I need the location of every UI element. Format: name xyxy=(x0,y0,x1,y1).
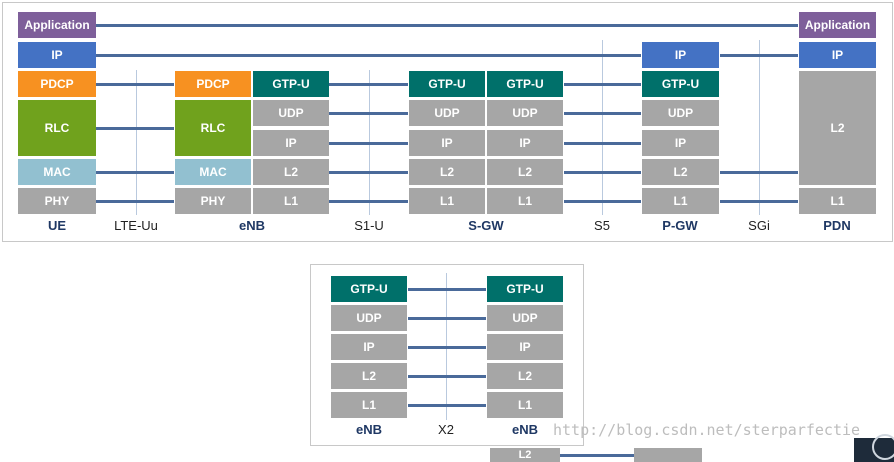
sgw-right-l1-layer: L1 xyxy=(487,188,563,214)
x2-link-l2 xyxy=(408,375,486,378)
partial-l2-layer: L2 xyxy=(490,448,560,462)
gtp-link-enb-sgw xyxy=(329,83,408,86)
l1-link-enb-sgw xyxy=(329,200,408,203)
pgw-l2-layer: L2 xyxy=(642,159,719,185)
x2-left-l1-layer: L1 xyxy=(331,392,407,418)
sgw-label: S-GW xyxy=(468,218,504,233)
sgw-right-l2-layer: L2 xyxy=(487,159,563,185)
x2-right-gtp-layer: GTP-U xyxy=(487,276,563,302)
pdn-application-layer: Application xyxy=(799,12,876,38)
x2-right-enb-label: eNB xyxy=(511,422,538,437)
enb-mac-layer: MAC xyxy=(175,159,251,185)
pgw-udp-layer: UDP xyxy=(642,100,719,126)
app-link xyxy=(96,24,798,27)
enb-rlc-layer: RLC xyxy=(175,100,251,156)
pgw-l1-layer: L1 xyxy=(642,188,719,214)
s1u-label: S1-U xyxy=(354,218,384,233)
sgi-divider xyxy=(759,40,760,215)
pgw-ip-layer: IP xyxy=(642,42,719,68)
rlc-link xyxy=(96,127,174,130)
x2-left-ip-layer: IP xyxy=(331,334,407,360)
x2-right-ip-layer: IP xyxy=(487,334,563,360)
l2-link-enb-sgw xyxy=(329,171,408,174)
gtp-link-sgw-pgw xyxy=(564,83,641,86)
sgw-left-l2-layer: L2 xyxy=(409,159,485,185)
sgw-left-gtp-layer: GTP-U xyxy=(409,71,485,97)
ue-rlc-layer: RLC xyxy=(18,100,96,156)
mac-link xyxy=(96,171,174,174)
x2-right-udp-layer: UDP xyxy=(487,305,563,331)
pgw-ip-lower-layer: IP xyxy=(642,130,719,156)
ue-ip-layer: IP xyxy=(18,42,96,68)
x2-link-gtp xyxy=(408,288,486,291)
ue-label: UE xyxy=(47,218,67,233)
x2-link-udp xyxy=(408,317,486,320)
pdn-label: PDN xyxy=(823,218,851,233)
l2-link-sgw-pgw xyxy=(564,171,641,174)
sgw-right-gtp-layer: GTP-U xyxy=(487,71,563,97)
x2-left-udp-layer: UDP xyxy=(331,305,407,331)
enb-l2-layer: L2 xyxy=(253,159,329,185)
bottom-diagram-panel xyxy=(310,264,584,446)
phy-link xyxy=(96,200,174,203)
sgw-right-udp-layer: UDP xyxy=(487,100,563,126)
pdn-ip-layer: IP xyxy=(799,42,876,68)
pgw-gtp-layer: GTP-U xyxy=(642,71,719,97)
ip-link-enb-sgw xyxy=(329,142,408,145)
top-diagram-panel xyxy=(2,2,893,242)
x2-left-enb-label: eNB xyxy=(355,422,382,437)
lte-uu-label: LTE-Uu xyxy=(114,218,158,233)
pdn-l1-layer: L1 xyxy=(799,188,876,214)
ue-pdcp-layer: PDCP xyxy=(18,71,96,97)
enb-label: eNB xyxy=(238,218,265,233)
ip-link-sgw-pgw xyxy=(564,142,641,145)
x2-right-l2-layer: L2 xyxy=(487,363,563,389)
sgw-left-ip-layer: IP xyxy=(409,130,485,156)
x2-link-ip xyxy=(408,346,486,349)
partial-gray-block xyxy=(634,448,702,462)
sgw-right-ip-layer: IP xyxy=(487,130,563,156)
x2-right-l1-layer: L1 xyxy=(487,392,563,418)
pdn-l2-layer: L2 xyxy=(799,71,876,185)
enb-phy-layer: PHY xyxy=(175,188,251,214)
ue-application-layer: Application xyxy=(18,12,96,38)
watermark-text: http://blog.csdn.net/sterparfectie xyxy=(553,421,861,439)
partial-link xyxy=(560,454,634,457)
udp-link-sgw-pgw xyxy=(564,112,641,115)
x2-left-l2-layer: L2 xyxy=(331,363,407,389)
enb-pdcp-layer: PDCP xyxy=(175,71,251,97)
enb-udp-layer: UDP xyxy=(253,100,329,126)
lte-uu-divider xyxy=(136,70,137,215)
s5-label: S5 xyxy=(594,218,610,233)
ue-mac-layer: MAC xyxy=(18,159,96,185)
x2-link-l1 xyxy=(408,404,486,407)
enb-l1-layer: L1 xyxy=(253,188,329,214)
l1-link-pgw-pdn xyxy=(720,200,798,203)
ue-phy-layer: PHY xyxy=(18,188,96,214)
pgw-label: P-GW xyxy=(662,218,698,233)
pdcp-link xyxy=(96,83,174,86)
sgw-left-l1-layer: L1 xyxy=(409,188,485,214)
ip-link-pgw-pdn xyxy=(720,54,798,57)
s5-divider xyxy=(602,40,603,215)
l2-link-pgw-pdn xyxy=(720,171,798,174)
udp-link-enb-sgw xyxy=(329,112,408,115)
enb-ip-layer: IP xyxy=(253,130,329,156)
l1-link-sgw-pgw xyxy=(564,200,641,203)
ip-link xyxy=(96,54,641,57)
x2-label: X2 xyxy=(438,422,454,437)
sgw-left-udp-layer: UDP xyxy=(409,100,485,126)
enb-gtp-layer: GTP-U xyxy=(253,71,329,97)
sgi-label: SGi xyxy=(748,218,770,233)
x2-left-gtp-layer: GTP-U xyxy=(331,276,407,302)
corner-widget-icon xyxy=(872,434,894,460)
